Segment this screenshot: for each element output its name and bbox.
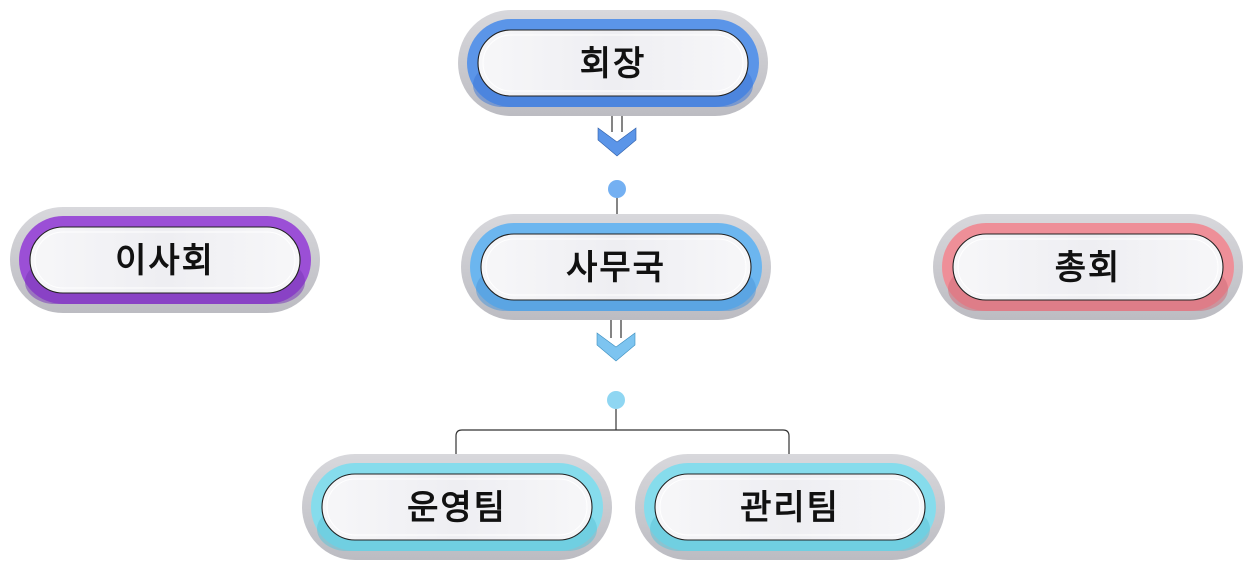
node-assembly: 총회: [933, 214, 1243, 320]
pill-inner-outline: [485, 238, 747, 296]
pill-face: [654, 473, 926, 541]
pill-inner-outline: [957, 238, 1219, 296]
node-label: 총회: [1055, 248, 1122, 288]
node-secretariat: 사무국: [461, 214, 771, 320]
node-label: 관리팀: [740, 488, 840, 528]
pill-face: [477, 29, 749, 97]
pill-face: [321, 473, 593, 541]
connector-dot-upper: [608, 180, 626, 198]
pill-face: [480, 233, 752, 301]
node-label: 회장: [580, 44, 647, 84]
pill-inner-outline: [34, 231, 296, 289]
pill-inner-outline: [659, 478, 921, 536]
pill-inner-outline: [482, 34, 744, 92]
pill-face: [952, 233, 1224, 301]
node-management-team: 관리팀: [635, 454, 945, 560]
node-label: 이사회: [115, 241, 215, 281]
node-board: 이사회: [10, 207, 320, 313]
arrow-upper-head: [597, 127, 637, 157]
node-label: 운영팀: [407, 488, 507, 528]
pill-inner-outline: [326, 478, 588, 536]
node-chairman: 회장: [458, 10, 768, 116]
arrow-lower-head: [596, 332, 636, 362]
node-operations-team: 운영팀: [302, 454, 612, 560]
node-label: 사무국: [566, 248, 666, 288]
pill-face: [29, 226, 301, 294]
connector-dot-lower: [607, 391, 625, 409]
connector-branch: [455, 429, 790, 468]
